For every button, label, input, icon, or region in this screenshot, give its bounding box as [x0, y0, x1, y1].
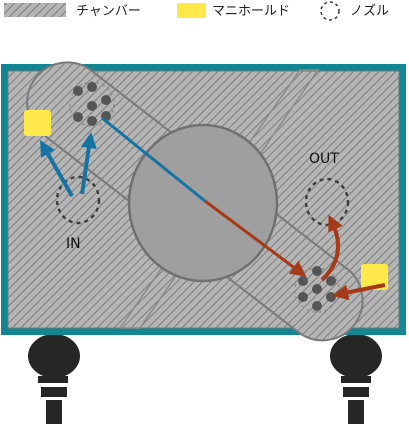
outlet-nozzle: [304, 177, 350, 227]
legend-nozzle-label: ノズル: [350, 3, 389, 19]
arrow-inlet-to-manifold: [40, 140, 74, 197]
arrow-inlet-to-nozzle: [80, 132, 97, 195]
legend-manifold-swatch: [177, 3, 206, 18]
manifold-left: [24, 110, 51, 136]
central-rotor: [127, 123, 279, 283]
nozzle-cluster-upper: [69, 81, 115, 127]
inlet-nozzle: [55, 175, 101, 225]
arrow-nozzle-to-outlet: [320, 214, 343, 282]
flow-line-inflow: [101, 116, 206, 203]
legend-manifold-label: マニホールド: [212, 4, 290, 19]
legend: チャンバー マニホールド ノズル: [4, 1, 389, 21]
manifold-right: [361, 264, 388, 290]
legend-chamber-swatch: [4, 3, 66, 17]
caster-right: [330, 334, 382, 424]
flow-line-outflow: [204, 199, 307, 277]
inlet-label: IN: [66, 236, 81, 252]
caster-left: [28, 334, 80, 424]
legend-chamber-label: チャンバー: [76, 4, 141, 19]
legend-nozzle-swatch: [320, 1, 340, 21]
outlet-label: OUT: [309, 151, 339, 167]
arrow-manifold-to-nozzle: [332, 283, 386, 301]
